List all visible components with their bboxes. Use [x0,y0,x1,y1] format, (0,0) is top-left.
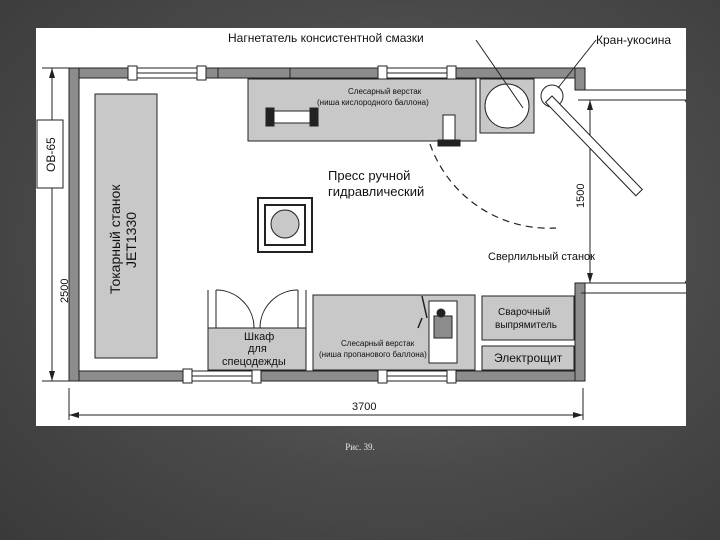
floor-plan-sheet: 3700 2500 1500 ОВ-65 Токарный станок JET… [36,28,710,426]
wardrobe-label-line3: спецодежды [222,356,286,368]
workbench-top [247,78,477,142]
wardrobe-label-line1: Шкаф [244,331,274,343]
vise-side-icon [437,114,461,147]
crane-leader [557,39,597,89]
welding-rectifier [481,295,575,341]
welder-label-line1: Сварочный [498,307,550,318]
press-label-line2: гидравлический [328,184,424,199]
wardrobe-doors [207,289,307,329]
heater-label: ОВ-65 [44,137,58,172]
press-cylinder-icon [270,209,300,239]
electrical-panel [481,345,575,371]
wardrobe [207,327,307,371]
figure-caption: Рис. 39. [345,442,375,452]
welder-label-line2: выпрямитель [495,320,557,331]
grease-pump-tank-icon [484,83,530,129]
workbench-top-label-line1: Слесарный верстак [348,87,422,96]
dimension-arrows [49,68,593,418]
press-label-line1: Пресс ручной [328,168,410,183]
dimension-door: 1500 [575,184,587,208]
grease-pump-leader [475,39,524,109]
crane-swing-arc [429,143,557,229]
vise-top-icon [265,107,319,127]
drill-label: Сверлильный станок [488,251,595,263]
dimension-height: 2500 [59,279,71,303]
dimension-width: 3700 [352,401,376,413]
panel-label: Электрощит [494,351,563,365]
workbench-bottom-label-line1: Слесарный верстак [341,339,415,348]
heater-box [36,119,64,189]
crane-label: Кран-укосина [596,33,671,47]
grease-pump-label: Нагнетатель консистентной смазки [228,31,424,45]
wardrobe-label-line2: для [248,343,267,355]
lathe-label-line2: JET1330 [123,212,139,268]
crane-boom [544,95,644,197]
door-swing-arc [684,99,710,284]
drill-machine-icon [417,295,458,364]
lathe [94,93,158,359]
workshop-floor-plan: 3700 2500 1500 ОВ-65 Токарный станок JET… [36,31,710,420]
workbench-top-label-line2: (ниша кислородного баллона) [317,98,429,107]
windows [127,65,457,384]
workbench-bottom-label-line2: (ниша пропанового баллона) [319,350,427,359]
lathe-label-line1: Токарный станок [107,184,123,294]
